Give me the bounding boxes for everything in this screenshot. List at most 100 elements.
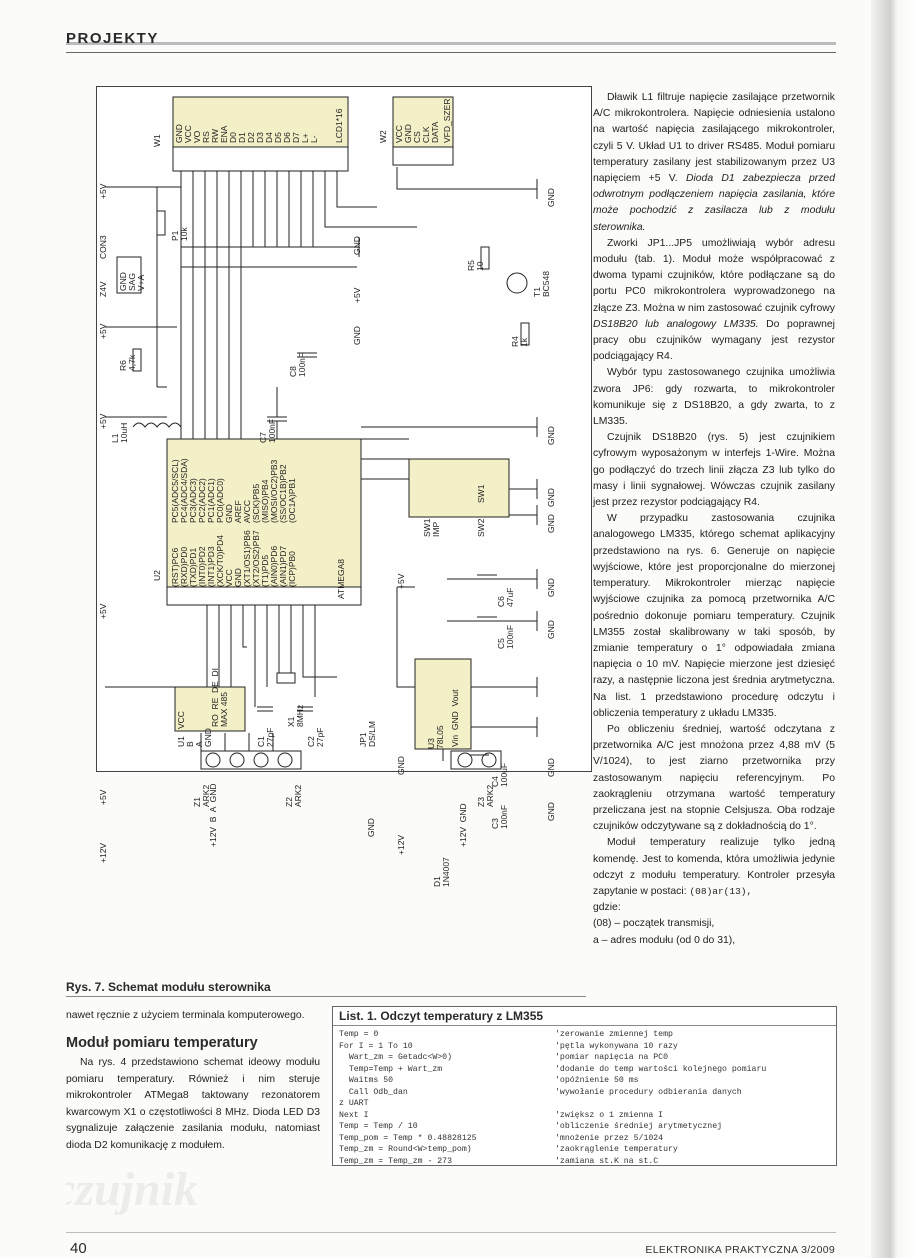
gnd-label: GND [366, 818, 376, 837]
z3-terminals [450, 750, 502, 770]
u2-label: U2 [152, 570, 162, 581]
gnd-label: GND [546, 578, 556, 597]
gnd-label: GND [546, 758, 556, 777]
con3-pin-labels: GND SAG V+A [118, 272, 146, 291]
paragraph: (08) – początek transmisji, [593, 918, 715, 930]
x1-crystal [276, 672, 296, 684]
u2-pin-strip [166, 586, 362, 606]
gnd-label: GND [546, 488, 556, 507]
z3-label: Z3 ARK2 [476, 784, 495, 807]
magazine-name: ELEKTRONIKA PRAKTYCZNA 3/2009 [645, 1244, 835, 1256]
figure-caption: Rys. 7. Schemat modułu sterownika [66, 980, 271, 994]
c7-label: C7 100nF [258, 418, 277, 443]
u1-chip [174, 686, 246, 732]
gnd-label: GND [546, 426, 556, 445]
c5-label: C5 100nF [496, 624, 515, 649]
u2-right-pins: PC5(ADC5/SCL) PC4(ADC4/SDA) PC3(ADC3) PC… [170, 458, 297, 523]
c8-label: C8 100nF [288, 352, 307, 377]
u3-pin-labels: Vin GND Vout [450, 689, 460, 747]
w1-label: W1 [152, 134, 162, 147]
u1-labels: U1 VCC B A GND [176, 711, 213, 747]
gnd-label: GND [396, 756, 406, 775]
z1-terminal-labels: +12V B A GND [208, 783, 218, 847]
gnd-label: GND [546, 514, 556, 533]
x1-label: X1 8MHz [286, 704, 305, 727]
jp1-label: JP1 DS/LM [358, 721, 377, 747]
r4-resistor [520, 322, 530, 346]
gnd-label: GND [352, 326, 362, 345]
w2-label: W2 [378, 130, 388, 143]
plus5v-label: +5V [98, 413, 108, 429]
gnd-label: GND [546, 188, 556, 207]
paragraph-text: Dławik L1 filtruje napięcie zasilające p… [593, 92, 835, 185]
r5-label: R5 10 [466, 260, 485, 271]
vfd-connector-w2 [392, 96, 454, 148]
header-gray-band [66, 42, 836, 45]
paragraph: Po obliczeniu średniej, wartość odczytan… [593, 723, 835, 833]
listing-code: Temp = 0 For I = 1 To 10 Wart_zm = Getad… [339, 1030, 477, 1166]
c1-label: C1 27pF [256, 727, 275, 747]
u2-name-label: ATMEGA8 [336, 559, 346, 599]
lcd-name-label: LCD1*16 [334, 108, 344, 144]
plus12v-label: +12V [396, 834, 406, 855]
page-number: 40 [70, 1240, 87, 1257]
lcd-pin-labels: GND VCC VO RS RW ENA D0 D1 D2 D3 D4 D5 D… [174, 124, 319, 143]
plus5v-label: +5V [396, 573, 406, 589]
r6-label: R6 4,7k [118, 354, 137, 371]
sw1-box-label: SW1 [476, 484, 486, 503]
con3-label: CON3 [98, 235, 108, 259]
listing-rule [333, 1025, 836, 1026]
sw1-box [408, 458, 510, 518]
paragraph: Dławik L1 filtruje napięcie zasilające p… [593, 90, 835, 236]
paragraph: Na rys. 4 przedstawiono schemat ideowy m… [66, 1057, 320, 1151]
paragraph: Moduł temperatury realizuje tylko jedną … [593, 835, 835, 900]
gnd-label: GND [352, 236, 362, 255]
vfd-pin-strip [392, 146, 454, 166]
l1-label: L1 10uH [110, 422, 129, 443]
p1-label: P1 10k [170, 227, 189, 241]
t1-transistor [506, 272, 528, 294]
circuit-schematic: GND VCC VO RS RW ENA D0 D1 D2 D3 D4 D5 D… [96, 86, 592, 887]
plus12v-label: +12V [98, 842, 108, 863]
r5-resistor [480, 246, 490, 270]
page-edge-shadow [871, 0, 919, 1258]
z4-label: Z4V [98, 281, 108, 297]
right-column-text: Dławik L1 filtruje napięcie zasilające p… [593, 90, 835, 949]
r4-label: R4 1k [510, 336, 529, 347]
paragraph-text: Zworki JP1...JP5 umożliwiają wybór adres… [593, 237, 835, 314]
schematic-wiring [97, 96, 538, 771]
paragraph-text: Do poprawnej pracy obu czujników wymagan… [593, 318, 835, 363]
paragraph: Zworki JP1...JP5 umożliwiają wybór adres… [593, 236, 835, 366]
r6-resistor [132, 348, 142, 372]
plus5v-label: +5V [352, 287, 362, 303]
l1-inductor [132, 422, 182, 428]
con3-box [116, 256, 142, 294]
header-rule [66, 52, 836, 53]
u1-pin-labels: RO RE DE DI MAX 485 [210, 667, 229, 727]
plus5v-label: +5V [98, 183, 108, 199]
inline-code: (08)ar(13), [689, 885, 753, 897]
d1-label: D1 1N4007 [432, 857, 451, 887]
code-listing: List. 1. Odczyt temperatury z LM355 Temp… [332, 1006, 837, 1166]
z2-label: Z2 ARK2 [284, 784, 303, 807]
paragraph: W przypadku zastosowania czujnika analog… [593, 513, 835, 719]
section-heading: Moduł pomiaru temperatury [66, 1034, 258, 1051]
u2-left-pins: (RST)PC6 (RXD)PD0 (TXD)PD1 (INT0)PD2 (IN… [170, 530, 297, 587]
c6-label: C6 47uF [496, 587, 515, 607]
u3-label: U3 78L05 [426, 725, 445, 749]
lcd-connector-w1 [172, 96, 349, 148]
z1-z2-terminals [200, 750, 302, 770]
section-header: PROJEKTY [66, 30, 159, 47]
gnd-label: GND [546, 802, 556, 821]
footer-rule [66, 1232, 836, 1233]
plus5v-label: +5V [98, 323, 108, 339]
decorative-background: czujnik [66, 1166, 199, 1216]
w2-name-label: VFD_SZER [442, 98, 452, 143]
z3-terminal-labels: +12V GND [458, 803, 468, 847]
paragraph-text: Moduł temperatury realizuje tylko jedną … [593, 837, 835, 897]
w2-pin-labels: VCC GND CS CLK DATA [394, 121, 440, 143]
sw1-label: SW1 IMP [422, 518, 441, 537]
listing-comments: 'zerowanie zmiennej temp 'pętla wykonywa… [555, 1030, 767, 1166]
paragraph: Czujnik DS18B20 (rys. 5) jest czujnikiem… [593, 432, 835, 509]
u2-chip [166, 438, 362, 588]
